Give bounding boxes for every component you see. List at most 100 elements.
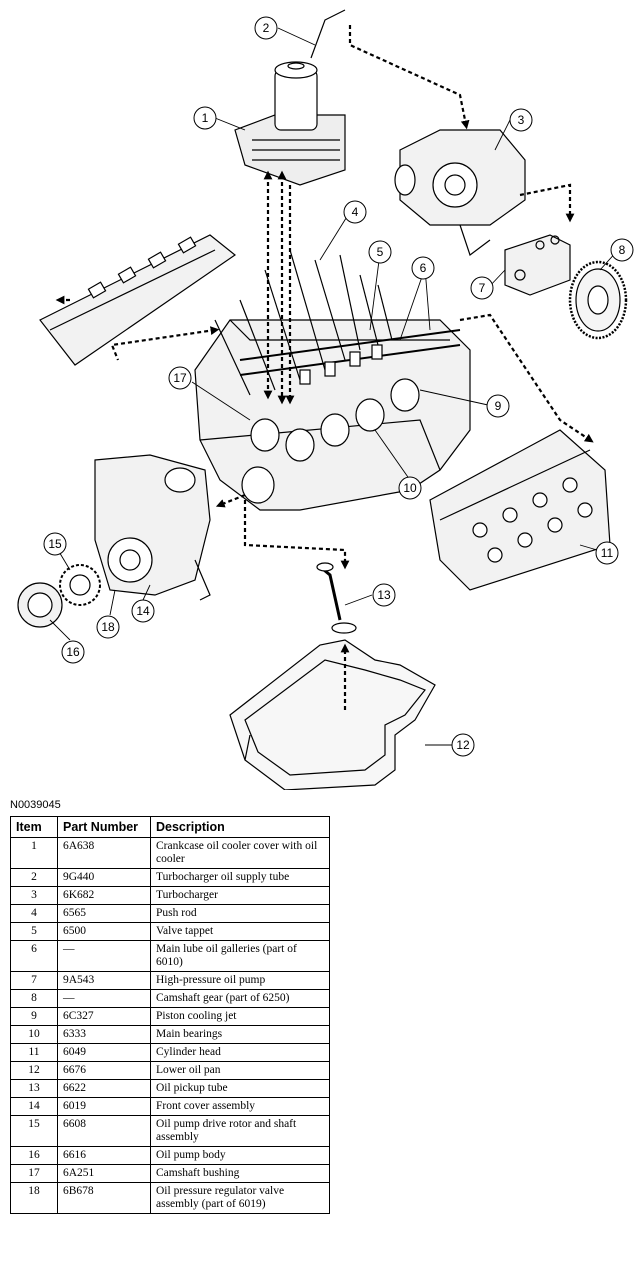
table-cell-item: 6 bbox=[10, 940, 58, 972]
table-cell-part-number: — bbox=[57, 940, 151, 972]
table-header-row: Item Part Number Description bbox=[10, 816, 330, 838]
engine-oil-flow-diagram: 1 2 3 4 5 6 7 8 9 10 11 12 13 14 15 16 1… bbox=[17, 9, 634, 790]
table-cell-description: Oil pump body bbox=[150, 1146, 330, 1165]
table-cell-part-number: 6616 bbox=[57, 1146, 151, 1165]
table-cell-part-number: 6K682 bbox=[57, 886, 151, 905]
table-cell-part-number: 6019 bbox=[57, 1097, 151, 1116]
svg-text:14: 14 bbox=[136, 604, 150, 618]
callout-10: 10 bbox=[398, 476, 422, 500]
table-row: 6—Main lube oil galleries (part of 6010) bbox=[10, 940, 330, 972]
svg-text:10: 10 bbox=[403, 481, 417, 495]
table-cell-description: Oil pressure regulator valve assembly (p… bbox=[150, 1182, 330, 1214]
header-description: Description bbox=[150, 816, 330, 838]
table-cell-description: Main lube oil galleries (part of 6010) bbox=[150, 940, 330, 972]
table-cell-part-number: 6A251 bbox=[57, 1164, 151, 1183]
callout-13: 13 bbox=[372, 583, 396, 607]
callout-17: 17 bbox=[168, 366, 192, 390]
svg-text:4: 4 bbox=[352, 205, 359, 219]
callout-5: 5 bbox=[368, 240, 392, 264]
svg-text:18: 18 bbox=[101, 620, 115, 634]
high-pressure-oil-pump bbox=[504, 234, 571, 296]
svg-text:16: 16 bbox=[66, 645, 80, 659]
table-cell-description: Turbocharger bbox=[150, 886, 330, 905]
callout-15: 15 bbox=[43, 532, 67, 556]
oil-pickup-tube bbox=[316, 562, 357, 634]
svg-text:5: 5 bbox=[377, 245, 384, 259]
callout-1: 1 bbox=[193, 106, 217, 130]
svg-text:9: 9 bbox=[495, 399, 502, 413]
table-cell-part-number: 6676 bbox=[57, 1061, 151, 1080]
svg-text:7: 7 bbox=[479, 281, 486, 295]
table-cell-description: Oil pickup tube bbox=[150, 1079, 330, 1098]
table-cell-description: Oil pump drive rotor and shaft assembly bbox=[150, 1115, 330, 1147]
table-cell-item: 1 bbox=[10, 837, 58, 869]
svg-text:17: 17 bbox=[173, 371, 187, 385]
svg-text:3: 3 bbox=[518, 113, 525, 127]
table-cell-item: 9 bbox=[10, 1007, 58, 1026]
svg-text:12: 12 bbox=[456, 738, 470, 752]
table-cell-item: 2 bbox=[10, 868, 58, 887]
table-cell-part-number: 9G440 bbox=[57, 868, 151, 887]
table-cell-item: 17 bbox=[10, 1164, 58, 1183]
right-cylinder-head bbox=[429, 429, 611, 591]
table-cell-item: 5 bbox=[10, 922, 58, 941]
table-row: 8—Camshaft gear (part of 6250) bbox=[10, 989, 330, 1008]
table-cell-item: 13 bbox=[10, 1079, 58, 1098]
callout-11: 11 bbox=[595, 541, 619, 565]
callout-4: 4 bbox=[343, 200, 367, 224]
table-cell-description: Piston cooling jet bbox=[150, 1007, 330, 1026]
table-cell-part-number: 9A543 bbox=[57, 971, 151, 990]
table-cell-item: 15 bbox=[10, 1115, 58, 1147]
svg-text:2: 2 bbox=[263, 21, 270, 35]
oil-pump-drive-rotor bbox=[59, 564, 101, 606]
table-cell-part-number: 6608 bbox=[57, 1115, 151, 1147]
table-cell-description: Cylinder head bbox=[150, 1043, 330, 1062]
svg-text:6: 6 bbox=[420, 261, 427, 275]
oil-cooler-housing bbox=[234, 9, 346, 186]
callout-3: 3 bbox=[509, 108, 533, 132]
table-cell-description: Crankcase oil cooler cover with oil cool… bbox=[150, 837, 330, 869]
table-cell-part-number: 6333 bbox=[57, 1025, 151, 1044]
front-cover-assembly bbox=[94, 454, 211, 601]
callout-16: 16 bbox=[61, 640, 85, 664]
table-cell-description: Camshaft gear (part of 6250) bbox=[150, 989, 330, 1008]
table-cell-description: High-pressure oil pump bbox=[150, 971, 330, 990]
table-cell-part-number: 6A638 bbox=[57, 837, 151, 869]
header-item: Item bbox=[10, 816, 58, 838]
table-cell-part-number: 6B678 bbox=[57, 1182, 151, 1214]
table-cell-item: 3 bbox=[10, 886, 58, 905]
table-cell-description: Push rod bbox=[150, 904, 330, 923]
engine-block bbox=[194, 319, 471, 511]
callout-18: 18 bbox=[96, 615, 120, 639]
svg-text:15: 15 bbox=[48, 537, 62, 551]
table-cell-part-number: — bbox=[57, 989, 151, 1008]
table-cell-item: 4 bbox=[10, 904, 58, 923]
table-cell-description: Lower oil pan bbox=[150, 1061, 330, 1080]
table-cell-item: 12 bbox=[10, 1061, 58, 1080]
callout-2: 2 bbox=[254, 16, 278, 40]
table-cell-description: Turbocharger oil supply tube bbox=[150, 868, 330, 887]
table-cell-description: Valve tappet bbox=[150, 922, 330, 941]
callouts: 1 2 3 4 5 6 7 8 9 10 11 12 13 14 15 16 1… bbox=[43, 16, 634, 757]
header-part-number: Part Number bbox=[57, 816, 151, 838]
callout-8: 8 bbox=[610, 238, 634, 262]
svg-text:8: 8 bbox=[619, 243, 626, 257]
svg-text:13: 13 bbox=[377, 588, 391, 602]
left-cylinder-head bbox=[39, 234, 237, 366]
table-cell-part-number: 6500 bbox=[57, 922, 151, 941]
